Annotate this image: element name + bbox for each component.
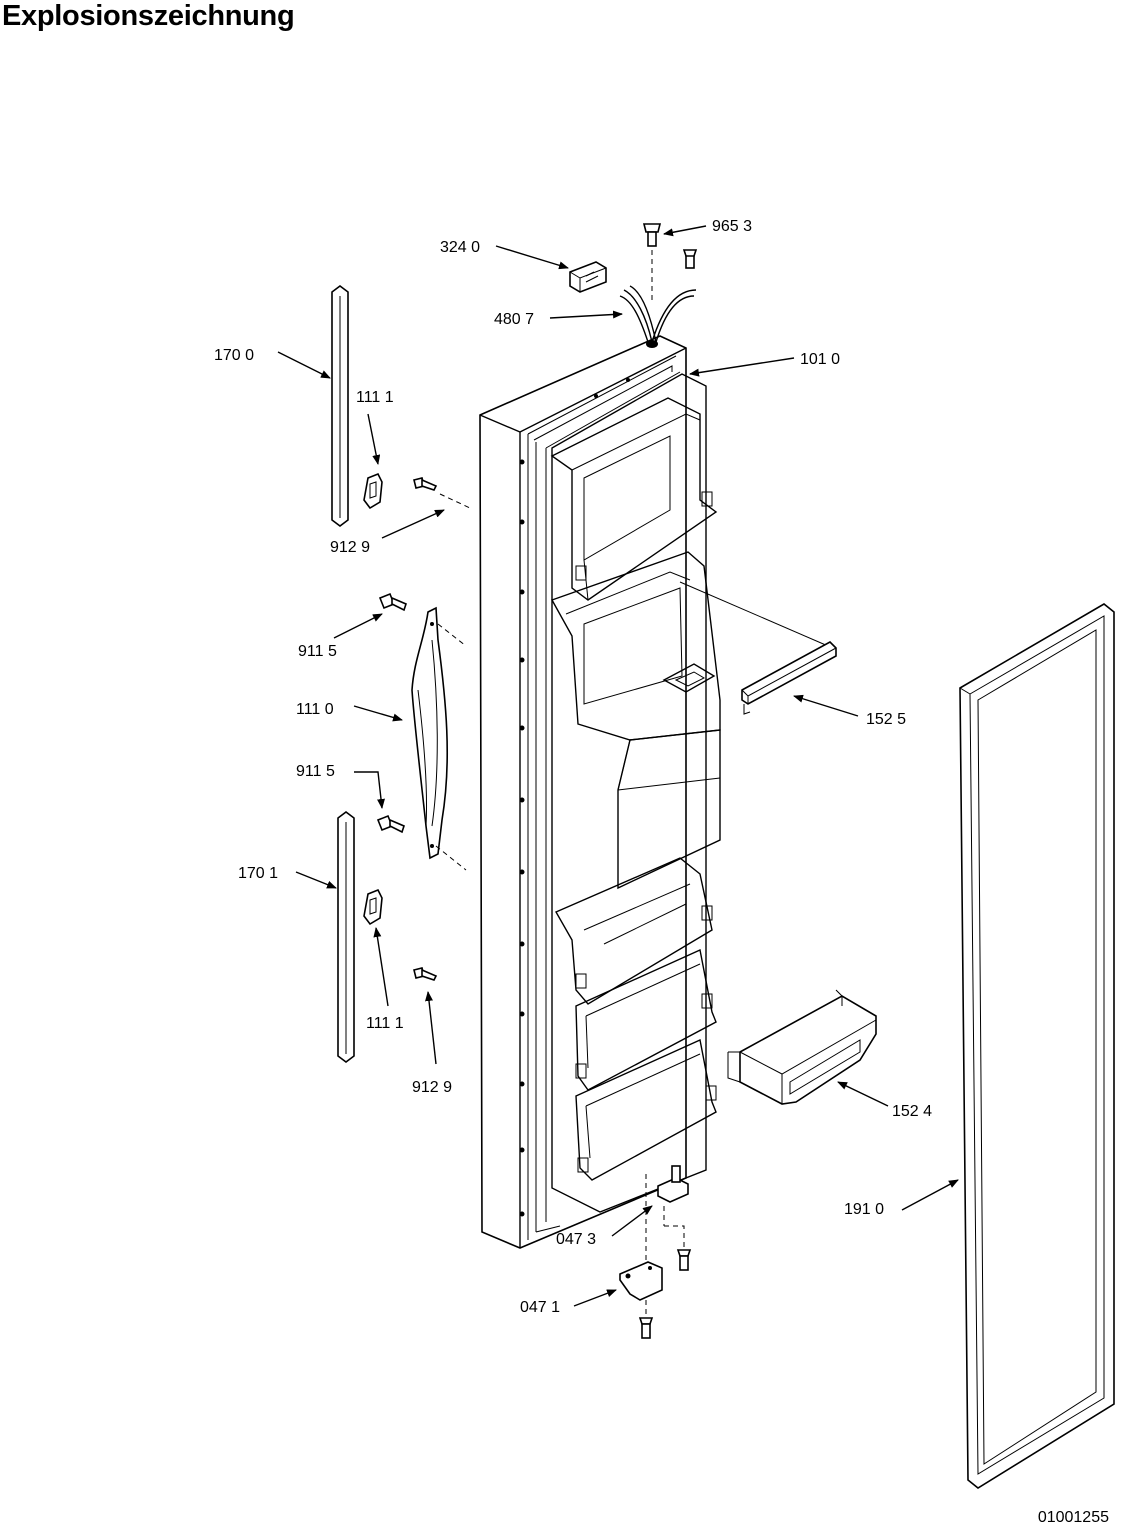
label-0473: 047 3 [556,1231,596,1248]
part-9129-screw-top [381,477,471,539]
part-9653-plug [642,223,707,300]
label-1010: 101 0 [800,351,840,368]
part-9115-screw-lower [354,771,467,871]
label-1910: 191 0 [844,1201,884,1218]
label-9653: 965 3 [712,218,752,235]
label-0471: 047 1 [520,1299,560,1316]
part-4807-wire-harness [549,249,698,348]
door-bin-lower-1 [575,948,717,1091]
label-9115a: 911 5 [298,643,337,660]
page-title: Explosionszeichnung [2,0,295,32]
part-0473-hinge-pin [611,1165,692,1271]
label-9115b: 911 5 [296,763,335,780]
document-number: 01001255 [1037,1509,1109,1526]
label-1524: 152 4 [892,1103,932,1120]
part-1910-door-gasket [901,603,1115,1489]
label-9129a: 912 9 [330,539,370,556]
label-4807: 480 7 [494,311,534,328]
part-9129-screw-lower [413,967,438,1065]
door-bin-middle [555,857,713,1005]
part-1524-shelf-bin [727,989,889,1107]
part-1701-trim-strip [295,811,355,1063]
door-body [479,335,721,1249]
leader-1010 [689,357,795,377]
label-1111b: 111 1 [366,1015,404,1032]
part-3240-connector [495,245,607,293]
door-bin-lower-2 [575,1038,717,1181]
part-1111-clip-top [363,413,383,510]
part-1525-rail [679,581,859,717]
door-bin-top [550,397,718,601]
label-1701: 170 1 [238,865,278,882]
part-1110-handle [353,606,449,860]
door-screw-holes [519,378,630,1217]
label-1110: 111 0 [296,701,334,718]
part-0471-hinge-bracket [573,1261,663,1339]
label-1525: 152 5 [866,711,906,728]
part-1700-trim-strip [277,285,349,527]
dispenser-housing [550,551,721,890]
label-9129b: 912 9 [412,1079,452,1096]
label-1111a: 111 1 [356,389,394,406]
part-1111-clip-lower [363,888,389,1007]
label-3240: 324 0 [440,239,480,256]
label-1700: 170 0 [214,347,254,364]
part-9115-screw-upper [333,592,467,647]
